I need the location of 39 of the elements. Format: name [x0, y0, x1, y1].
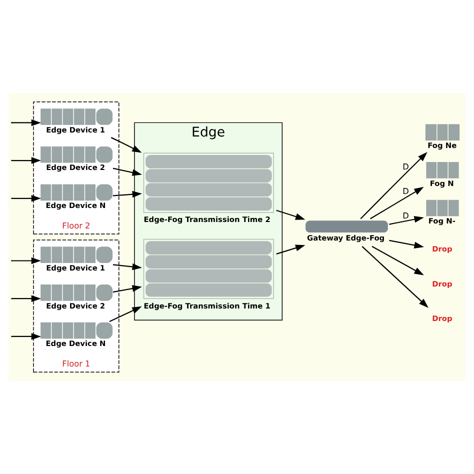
node-label: Edge Device 1 — [46, 263, 106, 272]
arrow — [12, 119, 42, 126]
arrow — [370, 186, 424, 220]
arrow — [12, 295, 42, 302]
node-label: Edge-Fog Transmission Time 1 — [144, 301, 270, 310]
arrow — [12, 157, 42, 164]
arrow — [12, 333, 42, 340]
node-text: Drop — [432, 244, 452, 254]
arrow — [112, 285, 142, 293]
edge-label: D — [402, 161, 409, 172]
node-label: Fog Ne — [428, 140, 457, 150]
node-label: Edge Device N — [46, 339, 106, 348]
node-label: Gateway Edge-Fog — [307, 234, 385, 243]
node-label: Edge Device 1 — [46, 125, 106, 134]
node-label: Edge-Fog Transmission Time 2 — [144, 215, 270, 224]
node-label: Edge Device 2 — [46, 301, 106, 310]
node-label: Edge Device 2 — [46, 163, 106, 172]
arrow — [276, 210, 306, 220]
node-box — [306, 220, 388, 233]
node-label: Edge Device N — [46, 201, 106, 210]
arrow — [389, 240, 424, 249]
arrow — [362, 246, 428, 308]
arrow — [112, 168, 142, 176]
arrow — [389, 216, 424, 225]
node-label: Fog N- — [428, 216, 456, 226]
arrow — [12, 195, 42, 202]
arrow — [110, 137, 142, 153]
node-text: Drop — [432, 279, 452, 288]
arrow — [112, 190, 142, 198]
edge-label: D — [402, 186, 409, 196]
arrow — [12, 257, 42, 264]
arrow — [360, 152, 428, 220]
arrow — [112, 263, 142, 270]
arrow — [372, 246, 424, 276]
node-text: Drop — [432, 314, 452, 324]
edge-label: D — [402, 210, 409, 220]
node-label: Fog N — [430, 178, 454, 188]
arrow — [276, 244, 306, 255]
arrow — [109, 306, 142, 322]
